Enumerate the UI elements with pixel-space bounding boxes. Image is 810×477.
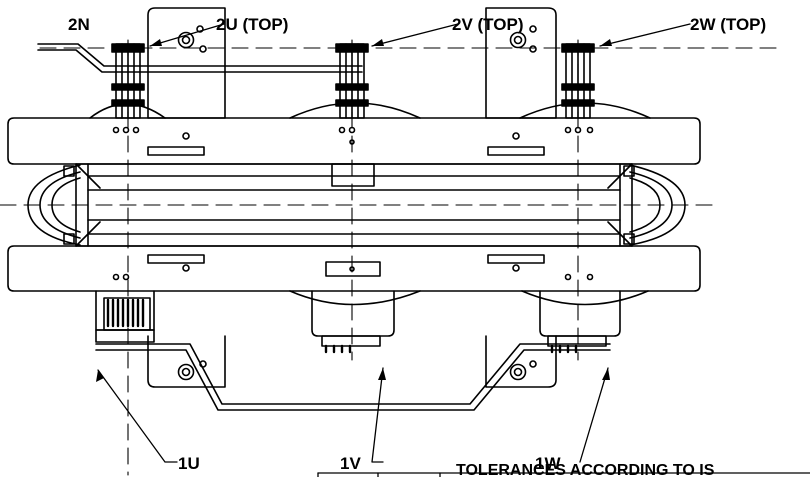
lower-bus-bar (95, 343, 611, 411)
upper-clamp-beam (7, 117, 701, 165)
terminal-block-1v (321, 335, 381, 354)
label-2w-top: 2W (TOP) (690, 15, 766, 34)
neutral-link-2n (37, 43, 363, 73)
frame-plate-left (147, 7, 226, 119)
label-2v-top: 2V (TOP) (452, 15, 523, 34)
terminal-block-1w (547, 335, 607, 354)
label-1w: 1W (535, 454, 561, 473)
title-block-frame (317, 472, 810, 477)
leader-arrowheads (96, 39, 612, 382)
label-2u-top: 2U (TOP) (216, 15, 288, 34)
leader-lines (97, 23, 691, 463)
label-1v: 1V (340, 454, 361, 473)
frame-plate-right (485, 7, 557, 119)
center-lines (0, 39, 781, 476)
label-1u: 1U (178, 454, 200, 473)
lower-coil-housings (95, 290, 649, 337)
lower-clamp-beam (7, 245, 701, 292)
tolerance-note: TOLERANCES ACCORDING TO IS (456, 462, 715, 477)
lower-frame-plates (147, 335, 557, 388)
label-2n: 2N (68, 15, 90, 34)
terminal-block-1u (95, 297, 155, 343)
